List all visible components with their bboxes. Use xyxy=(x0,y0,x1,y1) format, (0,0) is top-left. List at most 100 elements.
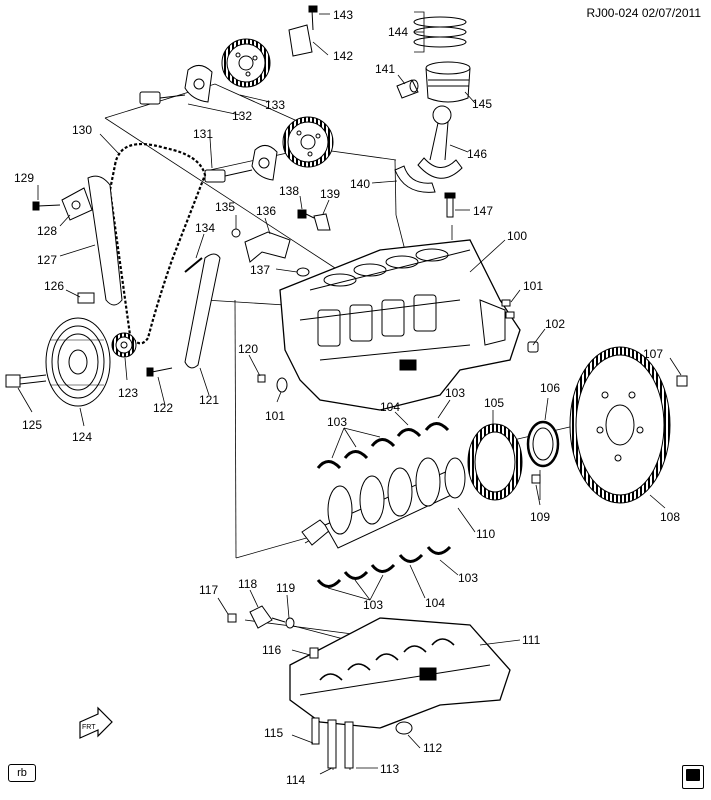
callout-102: 102 xyxy=(545,317,565,331)
view-code-badge: rb xyxy=(8,764,36,782)
callout-141: 141 xyxy=(375,62,395,76)
callout-134: 134 xyxy=(195,221,215,235)
callout-145: 145 xyxy=(472,97,492,111)
callout-104b: 104 xyxy=(425,596,445,610)
bolt-126 xyxy=(77,292,95,304)
callout-118: 118 xyxy=(238,577,257,591)
callout-113: 113 xyxy=(380,762,399,776)
chain-guide-right xyxy=(184,253,221,369)
bracket-136 xyxy=(231,228,291,263)
plug-112 xyxy=(395,721,413,735)
callout-125: 125 xyxy=(22,418,42,432)
callout-123: 123 xyxy=(118,386,138,400)
rod-bearing xyxy=(394,165,436,193)
callout-103d: 103 xyxy=(458,571,478,585)
plug-102 xyxy=(527,341,539,353)
piston xyxy=(425,61,471,103)
callout-104a: 104 xyxy=(380,400,400,414)
actuator-bolt-lower xyxy=(204,169,253,183)
timing-guide-upper xyxy=(288,5,318,57)
callout-103e: 103 xyxy=(363,598,383,612)
callout-142: 142 xyxy=(333,49,353,63)
leader-lines xyxy=(17,11,682,775)
timing-chain xyxy=(108,143,207,345)
callout-137: 137 xyxy=(250,263,270,277)
callout-107: 107 xyxy=(643,347,663,361)
flywheel xyxy=(569,346,671,504)
reluctor-ring xyxy=(467,423,523,501)
pin-120 xyxy=(257,374,266,383)
callout-111: 111 xyxy=(522,633,541,647)
callout-labels: 143 144 142 141 145 130 131 132 133 146 … xyxy=(14,8,680,787)
reluctor-wheel-upper xyxy=(184,65,213,103)
block-bolts-101 xyxy=(276,299,515,393)
plug-137 xyxy=(296,267,310,277)
main-bearings-lower xyxy=(316,545,452,588)
callout-146: 146 xyxy=(467,147,487,161)
chain-tensioner xyxy=(61,187,93,221)
callout-138: 138 xyxy=(279,184,299,198)
callout-119: 119 xyxy=(276,581,295,595)
callout-127: 127 xyxy=(37,253,57,267)
callout-106: 106 xyxy=(540,381,560,395)
drawing-id: RJ00-024 02/07/2011 xyxy=(586,6,701,20)
callout-139: 139 xyxy=(320,187,340,201)
rear-main-seal xyxy=(526,420,560,468)
callout-126: 126 xyxy=(44,279,64,293)
front-arrow-icon: FRT xyxy=(79,706,113,739)
actuator-bolt-upper xyxy=(139,91,186,105)
callout-110: 110 xyxy=(476,527,495,541)
bolt-117 xyxy=(227,613,237,623)
piston-pin xyxy=(396,79,419,99)
callout-101a: 101 xyxy=(523,279,543,293)
callout-143: 143 xyxy=(333,8,353,22)
callout-103b: 103 xyxy=(445,386,465,400)
callout-122: 122 xyxy=(153,401,173,415)
callout-129: 129 xyxy=(14,171,34,185)
callout-140: 140 xyxy=(350,177,370,191)
connecting-rod xyxy=(417,105,463,179)
crank-position-sensor xyxy=(249,605,286,629)
callout-135: 135 xyxy=(215,200,235,214)
callout-112: 112 xyxy=(423,741,442,755)
dowel-109 xyxy=(531,474,541,484)
chain-tensioner-guide xyxy=(87,175,123,306)
callout-133: 133 xyxy=(265,98,285,112)
bolt-138 xyxy=(297,209,315,219)
callout-128: 128 xyxy=(37,224,57,238)
callout-105: 105 xyxy=(484,396,504,410)
callout-136: 136 xyxy=(256,204,276,218)
callout-147: 147 xyxy=(473,204,493,218)
callout-108: 108 xyxy=(660,510,680,524)
rod-bolt xyxy=(444,192,456,218)
main-bearings-upper xyxy=(316,422,450,470)
callout-132: 132 xyxy=(232,109,252,123)
callout-116: 116 xyxy=(262,643,281,657)
lower-crankcase xyxy=(289,617,511,729)
callout-100: 100 xyxy=(507,229,527,243)
callout-130: 130 xyxy=(72,123,92,137)
callout-117: 117 xyxy=(199,583,218,597)
crankshaft xyxy=(301,457,466,549)
flywheel-bolt xyxy=(676,375,688,387)
callout-121: 121 xyxy=(199,393,219,407)
seal-119 xyxy=(285,617,295,629)
sensor-139 xyxy=(313,213,331,231)
callout-101b: 101 xyxy=(265,409,285,423)
pin-134 xyxy=(184,257,203,273)
callout-124: 124 xyxy=(72,430,92,444)
callout-115: 115 xyxy=(264,726,283,740)
engine-block xyxy=(279,239,521,411)
callout-109: 109 xyxy=(530,510,550,524)
reluctor-wheel-lower xyxy=(251,145,278,181)
bolt-129 xyxy=(32,201,61,211)
callout-131: 131 xyxy=(193,127,213,141)
catalog-book-icon xyxy=(682,765,704,789)
callout-114: 114 xyxy=(286,773,305,787)
balancer-bolt xyxy=(5,374,47,388)
crankshaft-balancer xyxy=(45,317,111,407)
callout-120: 120 xyxy=(238,342,258,356)
exhaust-cam-actuator xyxy=(282,116,334,168)
